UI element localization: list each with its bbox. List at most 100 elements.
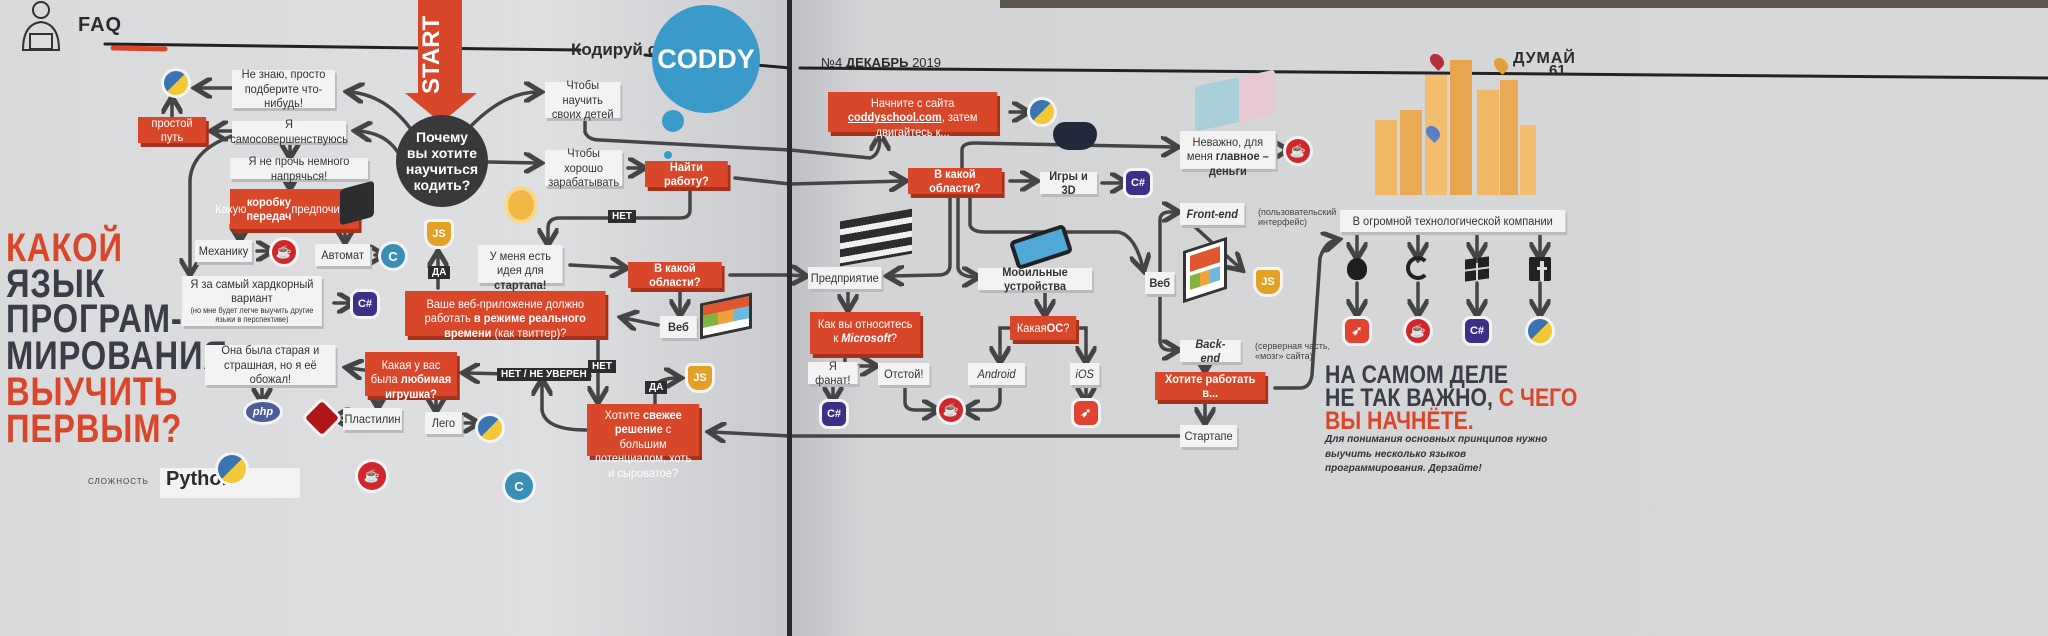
issue-info: №4 ДЕКАБРЬ 2019: [821, 55, 941, 70]
node-automatic: Автомат: [315, 244, 371, 266]
coddyschool-link[interactable]: coddyschool.com: [847, 110, 942, 125]
node-mobile: Мобильные устройства: [978, 265, 1093, 293]
gearbox-bold: коробку передач: [246, 194, 292, 223]
title-line-2: ЯЗЫК: [6, 262, 106, 306]
toy-text: Какая у вас была: [370, 358, 441, 387]
node-web-left: Веб: [660, 316, 697, 338]
swift-icon: [1345, 319, 1369, 343]
node-backend: Back-end: [1180, 337, 1241, 365]
microsoft-text: Как вы относитесь к: [817, 317, 913, 346]
csharp-icon: [353, 292, 377, 316]
conclusion-line-1: НА САМОМ ДЕЛЕ: [1325, 361, 1509, 389]
node-big-tech: В огромной технологической компании: [1340, 210, 1566, 232]
csharp-icon: [1126, 171, 1150, 195]
node-enterprise: Предприятие: [808, 267, 882, 289]
node-ios: iOS: [1070, 363, 1100, 385]
lightbulb-icon: [508, 190, 534, 220]
label-no-unsure: НЕТ / НЕ УВЕРЕН: [497, 368, 591, 381]
left-page: [0, 0, 790, 636]
start-site-text-end: , затем двигайтесь к...: [875, 110, 978, 139]
node-old-scary: Она была старая и страшная, но я её обож…: [205, 343, 336, 386]
node-fresh-solution: Хотите свежее решение с большим потенциа…: [587, 404, 700, 480]
title-line-1: КАКОЙ: [6, 226, 123, 270]
sponsor-prefix: Кодируй с: [571, 40, 658, 59]
title-line-6: ПЕРВЫМ?: [6, 407, 183, 451]
node-startup-idea: У меня есть идея для стартапа!: [478, 245, 563, 292]
node-earn-well: Чтобы хорошо зарабатывать: [545, 146, 623, 189]
node-gearbox: Какую коробку передач предпочитаете?: [215, 189, 374, 229]
node-teach-kids: Чтобы научить своих детей: [545, 78, 621, 121]
node-plasticine: Пластилин: [343, 408, 402, 430]
which-os-text-end: ?: [1063, 320, 1070, 335]
node-realtime: Ваше веб-приложение должно работать в ре…: [405, 291, 606, 340]
node-web-right: Веб: [1145, 272, 1175, 294]
book-spine: [787, 0, 792, 636]
node-money: Неважно, для меня главное – деньги: [1180, 131, 1276, 178]
node-lego: Лего: [425, 412, 462, 434]
python-icon: [164, 71, 188, 95]
conclusion-line-3: ВЫ НАЧНЁТЕ.: [1325, 407, 1474, 435]
c-language-icon: [505, 472, 533, 500]
node-find-job: Найти работу?: [645, 160, 728, 188]
coddy-logo: CODDY: [652, 5, 760, 113]
windows-icon: [1465, 256, 1489, 282]
realtime-text: Ваше веб-приложение должно работать: [424, 297, 585, 326]
book-edge: [1000, 0, 2048, 8]
fresh-text: Хотите: [604, 408, 644, 422]
which-os-bold: ОС: [1046, 320, 1064, 335]
node-startup: Стартапе: [1180, 425, 1238, 447]
title-line-3: ПРОГРАМ-: [6, 297, 183, 341]
apple-icon: [1347, 258, 1367, 280]
coddy-logo-dot: [664, 151, 672, 159]
programmer-icon: [21, 1, 61, 51]
python-icon: [478, 416, 502, 440]
gearbox-text: Какую: [215, 201, 247, 216]
coddy-logo-bubble: [662, 110, 684, 132]
google-icon: [1406, 256, 1430, 280]
startup-idea-bold: стартапа!: [494, 277, 547, 292]
frontend-note: (пользовательский интерфейс): [1258, 207, 1337, 228]
conclusion-body: Для понимания основных принципов нужно в…: [1325, 434, 1548, 474]
title-line-5: ВЫУЧИТЬ: [6, 370, 179, 414]
facebook-icon: [1529, 257, 1551, 281]
node-fan: Я фанат!: [808, 359, 858, 387]
city-illustration: [1355, 45, 1545, 205]
java-icon: [358, 462, 386, 490]
conclusion-line-2a: НЕ ТАК ВАЖНО,: [1325, 384, 1499, 412]
toy-bold: любимая игрушка?: [385, 372, 452, 401]
node-easy-way: простой путь: [138, 116, 207, 144]
node-which-os: Какая ОС?: [1010, 316, 1077, 340]
node-sucks: Отстой!: [878, 363, 930, 385]
conclusion-line-2: НЕ ТАК ВАЖНО, С ЧЕГО: [1325, 384, 1577, 412]
title-line-4: МИРОВАНИЯ: [6, 334, 228, 378]
label-yes: ДА: [428, 266, 451, 279]
node-dont-know: Не знаю, просто подберите что-нибудь!: [232, 67, 336, 110]
c-language-icon: [381, 244, 405, 268]
java-icon: [1406, 319, 1430, 343]
issue-month: ДЕКАБРЬ: [845, 55, 909, 70]
hardcore-text: Я за самый хардкорный вариант: [190, 277, 314, 306]
start-question: Почему вы хотите научиться кодить?: [396, 115, 488, 207]
hardcore-note: (но мне будет легче выучить другие языки…: [190, 305, 314, 325]
csharp-icon: [822, 402, 846, 426]
label-yes: ДА: [645, 381, 668, 394]
node-want-work: Хотите работать в...: [1155, 372, 1266, 400]
startup-idea-text: У меня есть идея для: [489, 249, 552, 278]
python-icon: [218, 455, 246, 483]
node-microsoft: Как вы относитесь к Microsoft?: [810, 312, 921, 354]
node-bit-effort: Я не прочь немного напрячься!: [230, 154, 368, 183]
realtime-text-end: (как твиттер)?: [491, 325, 567, 340]
fresh-text-end: с большим потенциалом, хоть и сыроватое?: [595, 422, 692, 480]
start-label: START: [418, 15, 445, 94]
java-icon: [272, 240, 296, 264]
javascript-icon: [1256, 270, 1280, 294]
magazine-logo: ДУМАЙ: [1513, 50, 1576, 67]
label-no: НЕТ: [588, 360, 616, 373]
php-icon: [246, 402, 280, 422]
python-icon: [1030, 100, 1054, 124]
page-number: 61: [1549, 62, 1566, 79]
node-hardcore: Я за самый хардкорный вариант(но мне буд…: [182, 276, 322, 326]
gamepad-icon: [1053, 122, 1097, 150]
start-site-text: Начните с сайта: [870, 96, 955, 110]
